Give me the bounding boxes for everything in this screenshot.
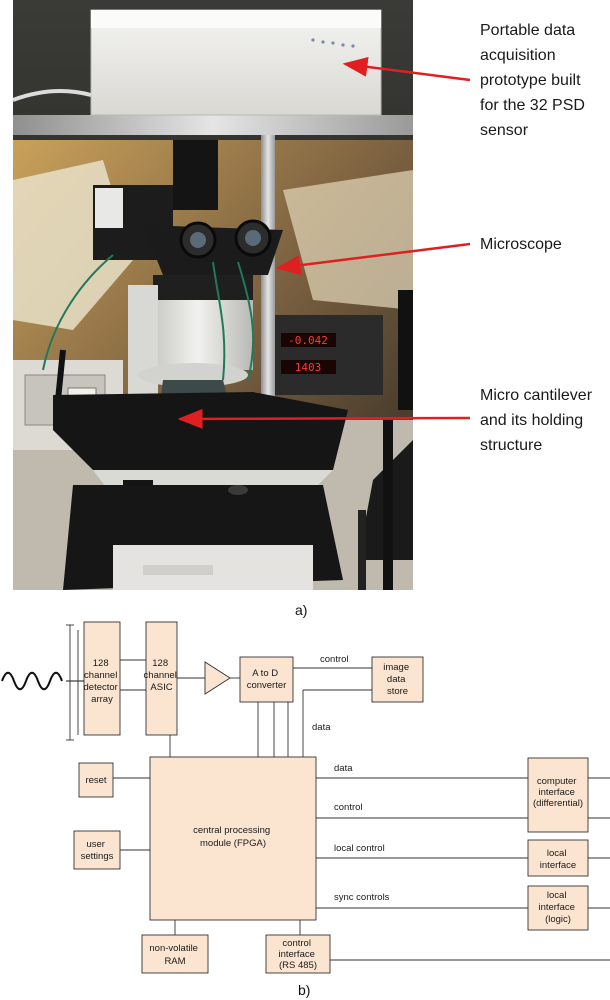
detector-array-label: 128 channel detector array — [84, 658, 121, 705]
caption-b: b) — [298, 982, 311, 998]
detector-array-block — [83, 621, 121, 736]
arrow-to-data-acquisition-box — [342, 56, 471, 82]
control-interface-block — [265, 934, 331, 974]
line-label-local-control: local control — [334, 843, 385, 854]
line-label-control-top: control — [320, 654, 349, 665]
reset-label: reset — [85, 775, 106, 786]
asic-block — [145, 621, 178, 736]
amplifier-triangle — [204, 661, 231, 695]
stage-readout-bottom: 1403 — [295, 361, 322, 374]
local-interface-label: local interface — [540, 848, 576, 871]
setup-photo-illustration: -0.042 1403 — [13, 0, 413, 590]
block-diagram: 128 channel detector array 128 channel A… — [1, 621, 610, 974]
wavy-input-signal — [1, 671, 63, 691]
computer-interface-label: computer interface (differential) — [533, 776, 583, 809]
computer-interface-block — [527, 757, 589, 833]
image-data-store-block — [371, 656, 424, 703]
arrow-to-microscope — [275, 242, 471, 276]
adc-label: A to D converter — [247, 668, 287, 691]
local-interface-block — [527, 839, 589, 877]
cpu-label: central processing module (FPGA) — [193, 825, 273, 849]
line-label-control: control — [334, 802, 363, 813]
asic-label: 128 channel ASIC — [144, 658, 180, 693]
cpu-block — [149, 756, 317, 921]
reset-block — [78, 762, 114, 798]
local-interface-logic-block — [527, 885, 589, 931]
annotation-data-acquisition: Portable data acquisition prototype buil… — [480, 22, 585, 139]
setup-photo: -0.042 1403 — [13, 0, 413, 590]
annotation-arrows — [177, 56, 471, 429]
ram-block — [141, 934, 209, 974]
user-settings-label: user settings — [81, 839, 114, 862]
arrow-to-cantilever — [177, 408, 471, 429]
ram-label: non-volatile RAM — [149, 943, 200, 967]
adc-block — [239, 656, 294, 703]
annotation-micro-cantilever: Micro cantilever and its holding structu… — [480, 387, 593, 454]
caption-a: a) — [295, 602, 308, 618]
local-interface-logic-label: local interface (logic) — [538, 890, 577, 925]
image-data-store-label: image data store — [383, 662, 412, 697]
line-label-data: data — [334, 763, 353, 774]
line-label-sync-controls: sync controls — [334, 892, 390, 903]
control-interface-label: control interface (RS 485) — [278, 938, 317, 971]
annotation-microscope: Microscope — [480, 236, 562, 253]
line-label-data-top: data — [312, 722, 331, 733]
stage-readout-top: -0.042 — [288, 334, 328, 347]
user-settings-block — [73, 830, 121, 870]
